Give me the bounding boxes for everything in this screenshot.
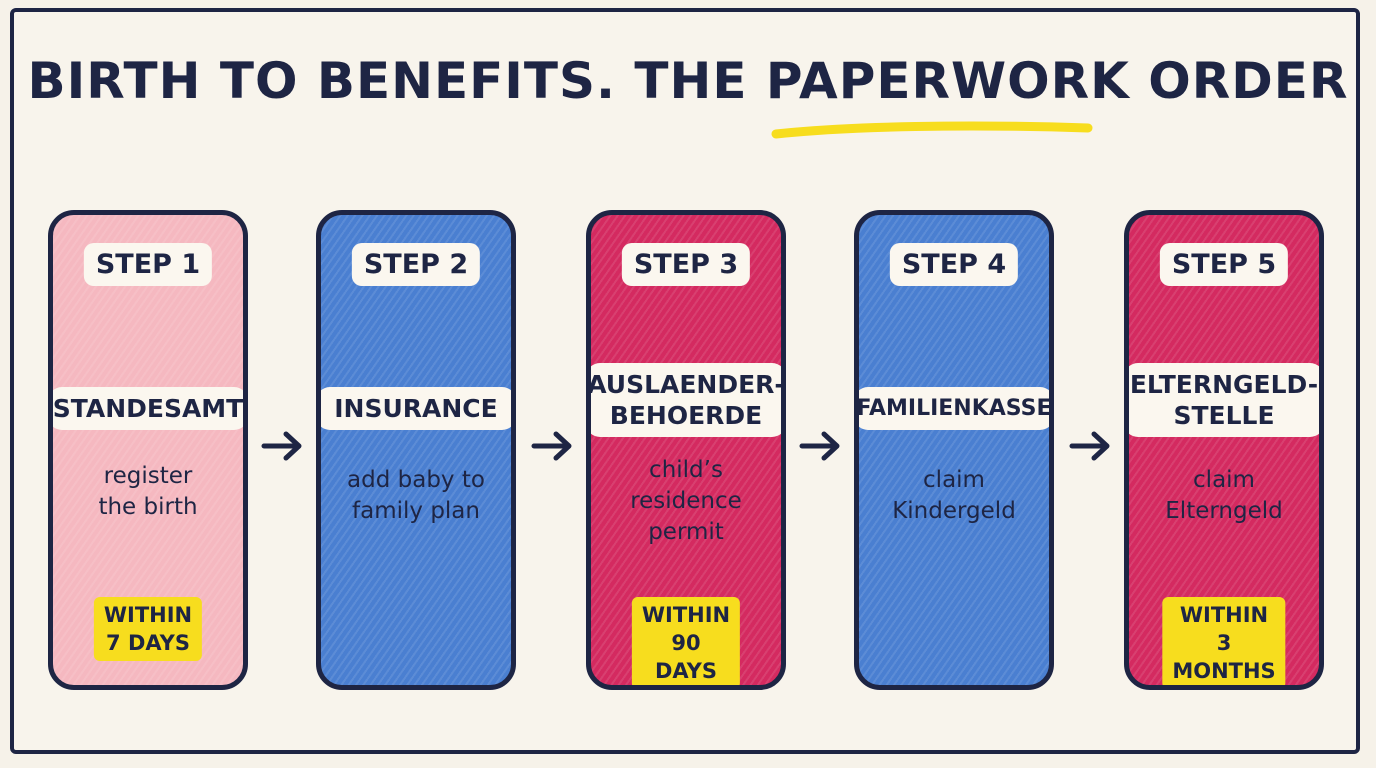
step-office: INSURANCE xyxy=(321,387,511,430)
arrow-right-icon xyxy=(531,431,572,461)
step-office: STANDESAMT xyxy=(53,387,243,430)
title-highlight-underline xyxy=(771,121,1093,139)
step-deadline-badge: WITHIN 3 MONTHS xyxy=(1162,597,1286,685)
step-description: register the birth xyxy=(98,463,198,520)
step-card-4: STEP 4 FAMILIENKASSE claim Kindergeld xyxy=(854,210,1054,690)
page-title: BIRTH TO BENEFITS. THE PAPERWORK ORDER xyxy=(27,52,1349,110)
step-description: claim Elterngeld xyxy=(1165,467,1283,524)
step-card-2: STEP 2 INSURANCE add baby to family plan xyxy=(316,210,516,690)
arrow-right-icon xyxy=(1069,431,1110,461)
step-card-3: STEP 3 AUSLAENDER- BEHOERDE child’s resi… xyxy=(586,210,786,690)
step-office: FAMILIENKASSE xyxy=(859,387,1049,430)
step-description: add baby to family plan xyxy=(347,467,485,524)
step-office: AUSLAENDER- BEHOERDE xyxy=(591,363,781,437)
step-office: ELTERNGELD- STELLE xyxy=(1129,363,1319,437)
step-card-5: STEP 5 ELTERNGELD- STELLE claim Elternge… xyxy=(1124,210,1324,690)
step-description: child’s residence permit xyxy=(630,457,742,545)
step-label: STEP 3 xyxy=(621,243,751,286)
step-label: STEP 1 xyxy=(83,243,213,286)
arrow-right-icon xyxy=(261,431,302,461)
arrow-right-icon xyxy=(799,431,840,461)
step-deadline-badge: WITHIN 7 DAYS xyxy=(93,597,203,661)
step-description: claim Kindergeld xyxy=(892,467,1016,524)
step-label: STEP 5 xyxy=(1159,243,1289,286)
step-deadline-badge: WITHIN 90 DAYS xyxy=(631,597,741,685)
step-card-1: STEP 1 STANDESAMT register the birth WIT… xyxy=(48,210,248,690)
step-label: STEP 4 xyxy=(889,243,1019,286)
step-label: STEP 2 xyxy=(351,243,481,286)
